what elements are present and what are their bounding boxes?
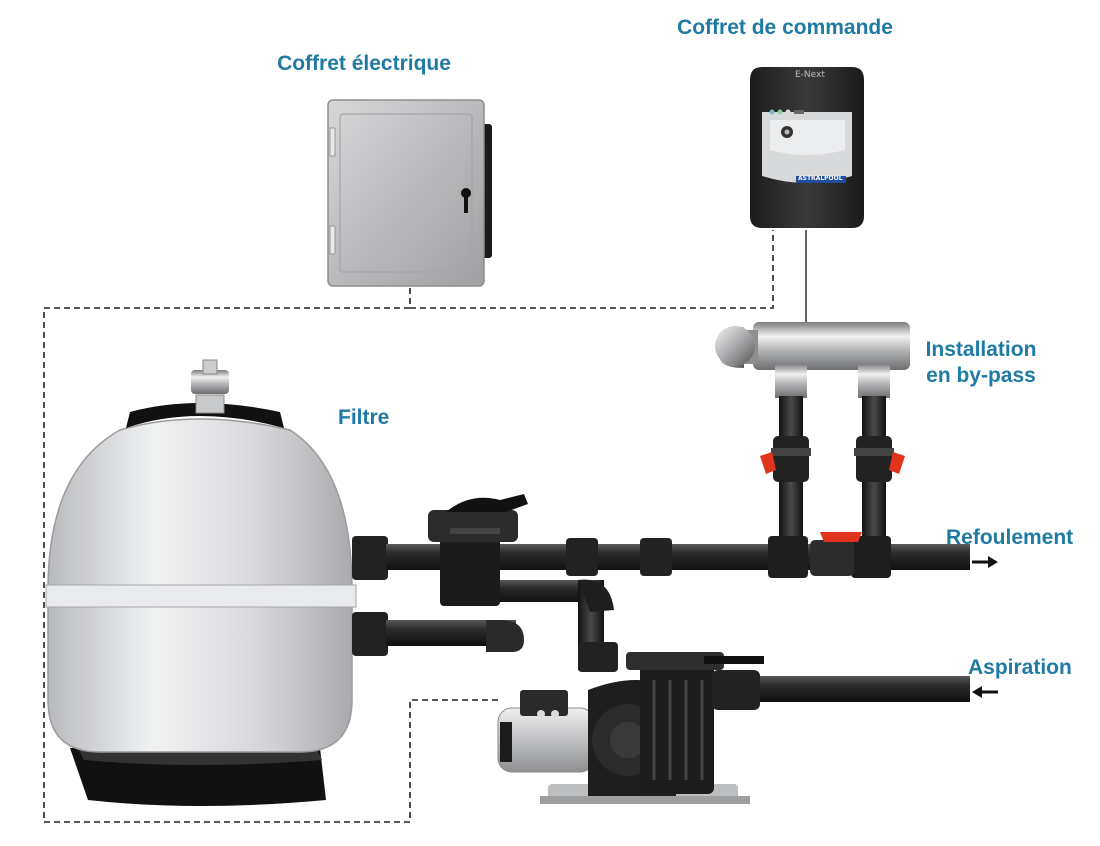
device-maker: ASTRALPOOL: [798, 175, 843, 182]
arrow-left-icon: [972, 686, 998, 698]
multiport-valve: [428, 494, 528, 606]
label-refoulement: Refoulement: [946, 526, 1074, 549]
device-brand: E-Next: [795, 70, 825, 80]
label-aspiration: Aspiration: [968, 656, 1072, 679]
valve-handle-left: [760, 452, 776, 474]
control-box: [750, 67, 864, 228]
valve-handle-right: [889, 452, 905, 474]
brand-plate: [796, 176, 846, 183]
keyhole-icon: [461, 188, 471, 198]
valve-handle-main: [820, 532, 862, 542]
bypass-installation: [715, 322, 910, 542]
label-coffret-commande: Coffret de commande: [677, 16, 893, 39]
electrical-wiring: [43, 230, 774, 823]
label-installation-line1: Installation: [925, 338, 1037, 361]
pump: [497, 642, 764, 804]
electrical-cabinet: [327, 99, 492, 287]
label-installation-line2: en by-pass: [926, 364, 1036, 387]
aspiration-pipe: [760, 676, 970, 702]
label-filtre: Filtre: [338, 406, 390, 429]
arrow-right-icon: [972, 556, 998, 568]
label-coffret-electrique: Coffret électrique: [277, 52, 451, 75]
sand-filter: [45, 359, 388, 806]
wire-cabinet-to-controller: [410, 230, 774, 309]
